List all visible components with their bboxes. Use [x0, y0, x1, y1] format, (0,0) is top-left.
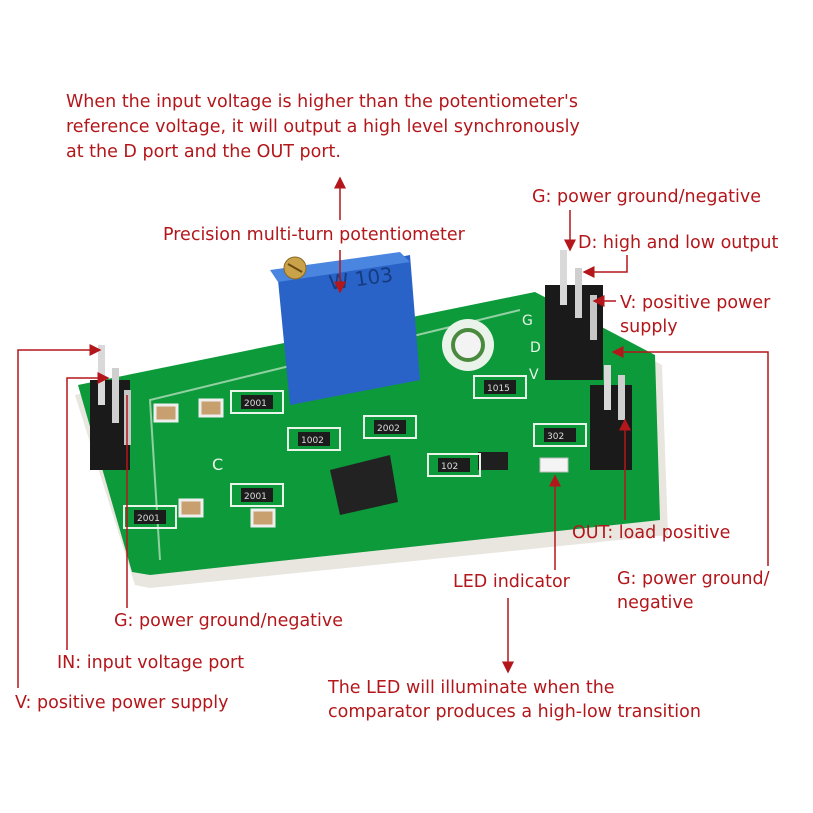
resistor: [241, 488, 273, 502]
resistor: [298, 432, 330, 446]
label-out-g-2: negative: [617, 593, 694, 613]
resistor: [241, 395, 273, 409]
capacitor: [153, 403, 179, 423]
resistor-outline: [123, 505, 177, 529]
silk-c: C: [212, 455, 223, 474]
resistor-code: 1002: [301, 436, 324, 446]
resistor-outline: [230, 390, 284, 414]
led-note-1: The LED will illuminate when the: [328, 678, 615, 698]
pcb-board: [78, 292, 660, 575]
note-line-1: When the input voltage is higher than th…: [66, 92, 578, 112]
resistor-outline: [363, 415, 417, 439]
label-potentiometer: Precision multi-turn potentiometer: [163, 225, 465, 245]
capacitor: [250, 508, 276, 528]
comparator-chip: [330, 455, 398, 515]
resistor-outline: [533, 423, 587, 447]
capacitor: [198, 398, 224, 418]
smd-components: 1015 1002 2002 2001 2001 302 102 2001: [123, 375, 587, 529]
note-line-3: at the D port and the OUT port.: [66, 142, 341, 162]
label-right-v-2: supply: [620, 317, 678, 337]
label-right-g: G: power ground/negative: [532, 187, 762, 207]
resistor-outline: [287, 427, 341, 451]
silk-d: D: [530, 340, 541, 356]
led: [539, 457, 569, 473]
resistor-outline: [427, 453, 481, 477]
resistor-code: 2002: [377, 424, 400, 434]
resistor: [438, 458, 470, 472]
left-header: [90, 345, 131, 470]
resistor-outline: [473, 375, 527, 399]
label-led: LED indicator: [453, 572, 570, 592]
note-line-2: reference voltage, it will output a high…: [66, 117, 580, 137]
silk-g: G: [522, 313, 533, 329]
label-out-g-1: G: power ground/: [617, 569, 770, 589]
label-out: OUT: load positive: [572, 523, 731, 543]
resistor-outline: [230, 483, 284, 507]
label-left-g: G: power ground/negative: [114, 611, 344, 631]
capacitor: [178, 498, 204, 518]
right-header-top: [545, 250, 603, 380]
silk-v: V: [529, 367, 539, 383]
resistor: [484, 380, 516, 394]
resistor-code: 102: [441, 462, 458, 472]
resistor-code: 2001: [244, 399, 267, 409]
annotation-lines: [17, 176, 769, 688]
resistor-code: 1015: [487, 384, 510, 394]
label-right-v-1: V: positive power: [620, 293, 771, 313]
transistor: [478, 452, 508, 470]
potentiometer: W 103: [270, 252, 420, 405]
resistor: [134, 510, 166, 524]
label-left-v: V: positive power supply: [15, 693, 229, 713]
resistor-code: 2001: [244, 492, 267, 502]
label-right-d: D: high and low output: [578, 233, 779, 253]
resistor-code: 302: [547, 432, 564, 442]
resistor-code: 2001: [137, 514, 160, 524]
resistor: [374, 420, 406, 434]
led-note-2: comparator produces a high-low transitio…: [328, 702, 701, 722]
label-left-in: IN: input voltage port: [57, 653, 245, 673]
resistor: [544, 428, 576, 442]
